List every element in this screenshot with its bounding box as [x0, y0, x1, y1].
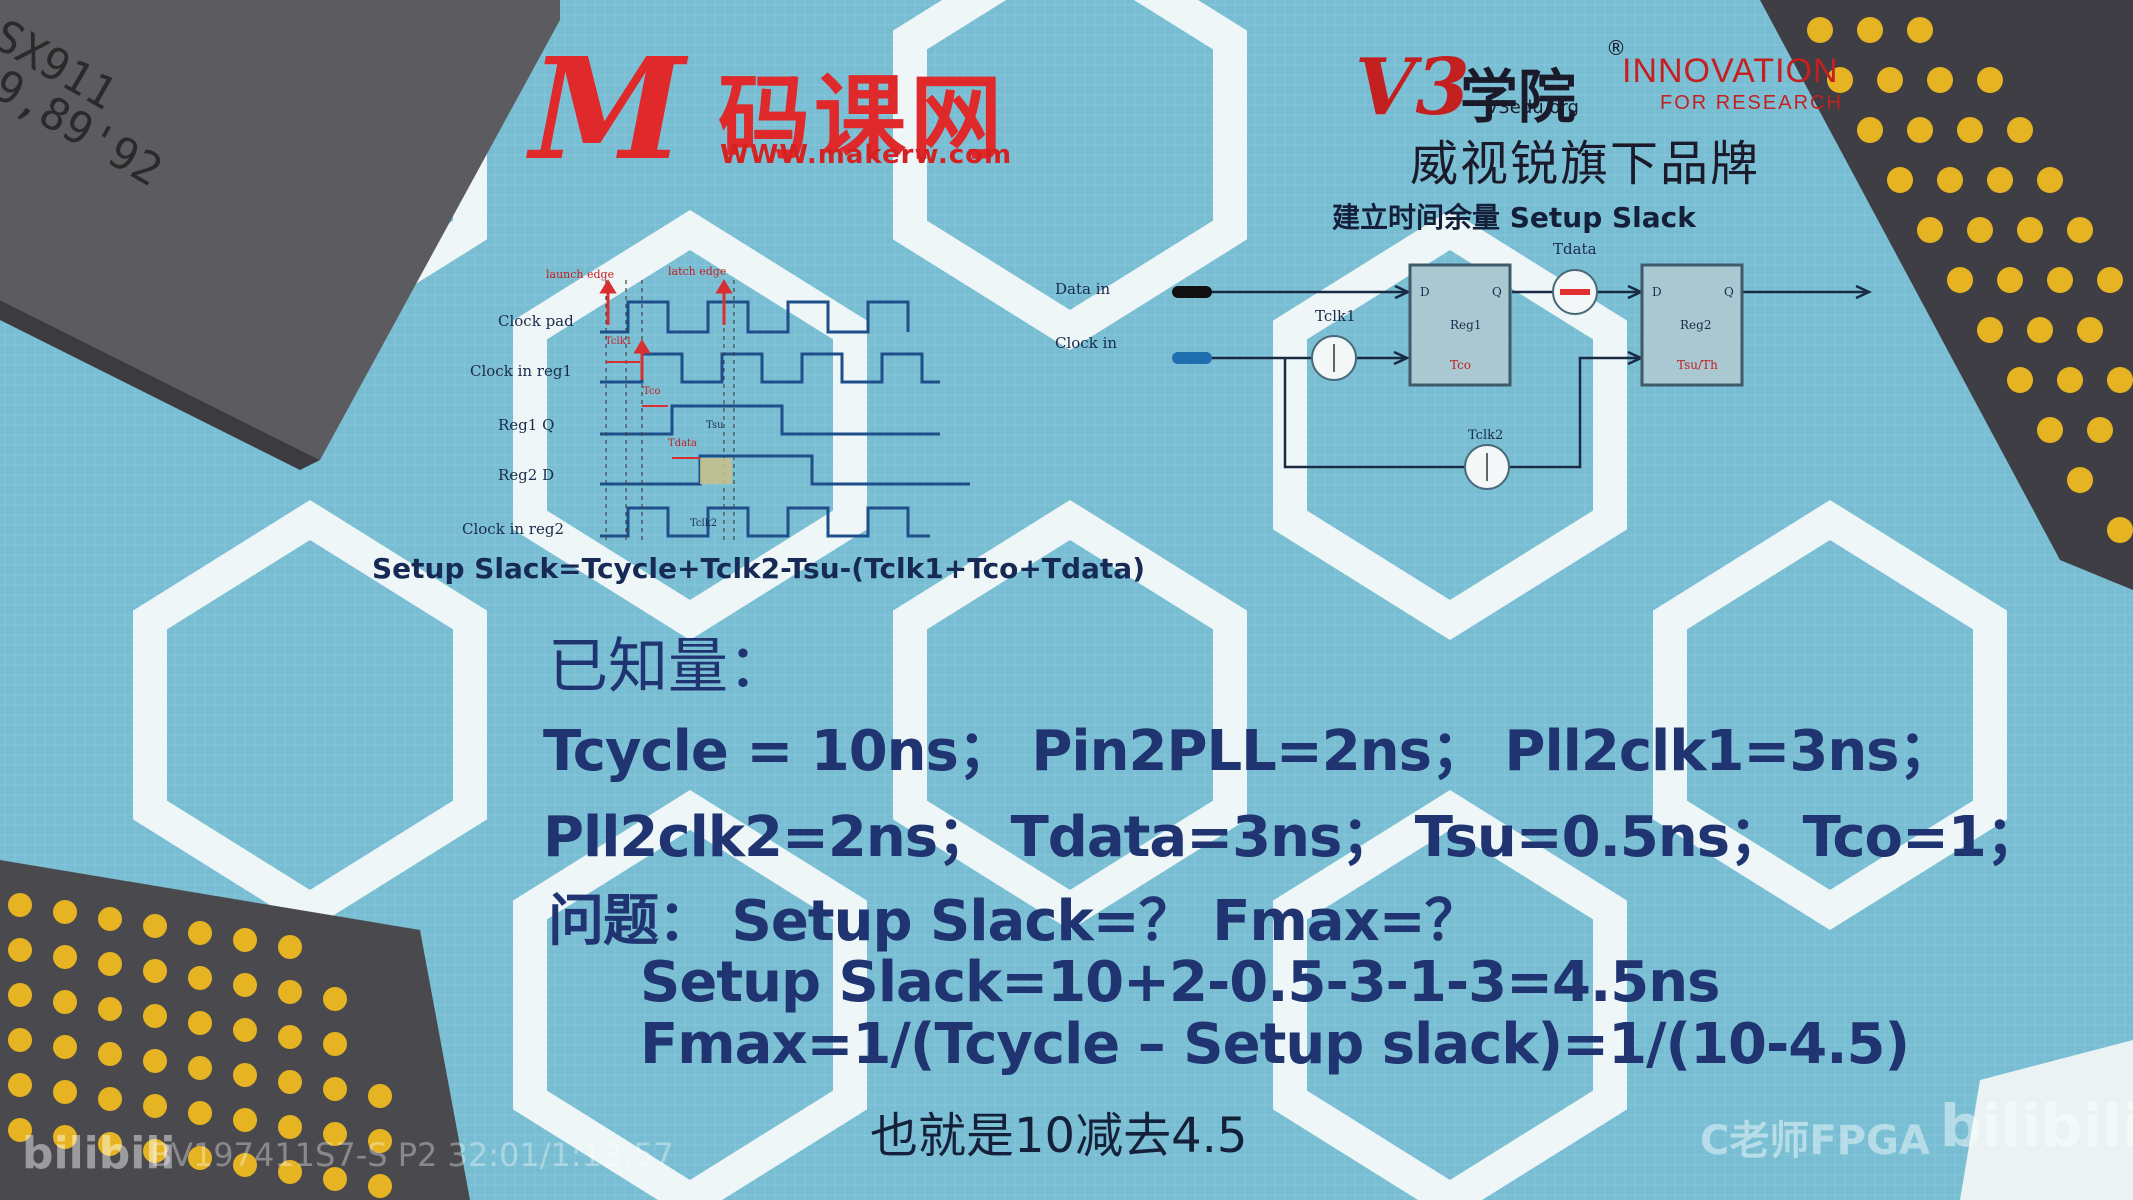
author-watermark: C老师FPGA [1700, 1118, 1930, 1164]
registered-mark: ® [1606, 36, 1626, 60]
known-line-1: Tcycle = 10ns； Pin2PLL=2ns； Pll2clk1=3ns… [543, 719, 1955, 784]
tclk2-wave-label: Tclk2 [690, 518, 718, 529]
subtitle-caption: 也就是10减去4.5 [870, 1108, 1248, 1164]
reg1-q-pin: Q [1492, 285, 1502, 299]
reg2-q-pin: Q [1724, 285, 1734, 299]
diagram-title: 建立时间余量 Setup Slack [1332, 201, 1696, 234]
bilibili-watermark-left: bilibili [22, 1128, 176, 1179]
brand-subtitle: 威视锐旗下品牌 [1410, 136, 1761, 192]
clock-in-label: Clock in [1055, 334, 1118, 352]
tclk1-wave-label: Tclk1 [605, 336, 633, 347]
wave-clock-in-reg2 [600, 506, 930, 538]
tsu-wave-label: Tsu [706, 420, 724, 431]
wave-reg1-q [600, 404, 940, 436]
for-research-slogan: FOR RESEARCH [1660, 92, 1843, 114]
wave-clock-in-reg1 [600, 352, 940, 384]
video-code-watermark: BV197411S7-S P2 32:01/1:13:57 [150, 1136, 674, 1174]
reg1-tco: Tco [1450, 358, 1472, 372]
tco-wave-label: Tco [643, 386, 661, 397]
v3-logo-url: V3edu.org [1486, 97, 1579, 118]
known-line-2: Pll2clk2=2ns； Tdata=3ns； Tsu=0.5ns； Tco=… [543, 805, 2042, 870]
signal-reg2-d: Reg2 D [498, 466, 555, 484]
known-quantities-heading: 已知量： [548, 632, 788, 702]
tdata-label: Tdata [1553, 240, 1597, 258]
v3-logo-text: 学院 [1460, 63, 1577, 131]
answer-setup-slack: Setup Slack=10+2-0.5-3-1-3=4.5ns [640, 950, 1720, 1015]
tclk2-label: Tclk2 [1468, 428, 1504, 443]
signal-reg1-q: Reg1 Q [498, 416, 555, 434]
bilibili-watermark-right: bilibili [1940, 1092, 2133, 1160]
reg1-name: Reg1 [1450, 318, 1482, 332]
signal-clock-in-reg1: Clock in reg1 [470, 362, 572, 380]
launch-edge-label: launch edge [546, 268, 615, 281]
wave-reg2-d [600, 454, 970, 486]
v3-logo-mark: V3 [1355, 42, 1470, 133]
tdata-wave-label: Tdata [668, 438, 698, 449]
reg2-tsu-th: Tsu/Th [1677, 358, 1718, 372]
reg2-d-pin: D [1652, 285, 1662, 299]
tclk1-label: Tclk1 [1315, 307, 1356, 325]
reg1-d-pin: D [1420, 285, 1430, 299]
signal-clock-pad: Clock pad [498, 312, 574, 330]
latch-edge-label: latch edge [668, 265, 727, 278]
wave-clock-pad [600, 300, 910, 334]
reg2-name: Reg2 [1680, 318, 1712, 332]
makerw-logo-url: WWW.makerw.com [720, 140, 1013, 170]
makerw-logo-text: 码课网 [718, 65, 1007, 172]
innovation-slogan: INNOVATION [1622, 52, 1839, 90]
signal-clock-in-reg2: Clock in reg2 [462, 520, 564, 538]
data-in-label: Data in [1055, 280, 1111, 298]
answer-fmax: Fmax=1/(Tcycle – Setup slack)=1/(10-4.5) [640, 1012, 1910, 1077]
makerw-logo-mark: M [530, 28, 685, 192]
question-line: 问题： Setup Slack=？ Fmax=？ [548, 889, 1481, 954]
setup-slack-formula: Setup Slack=Tcycle+Tclk2-Tsu-(Tclk1+Tco+… [372, 552, 1145, 585]
